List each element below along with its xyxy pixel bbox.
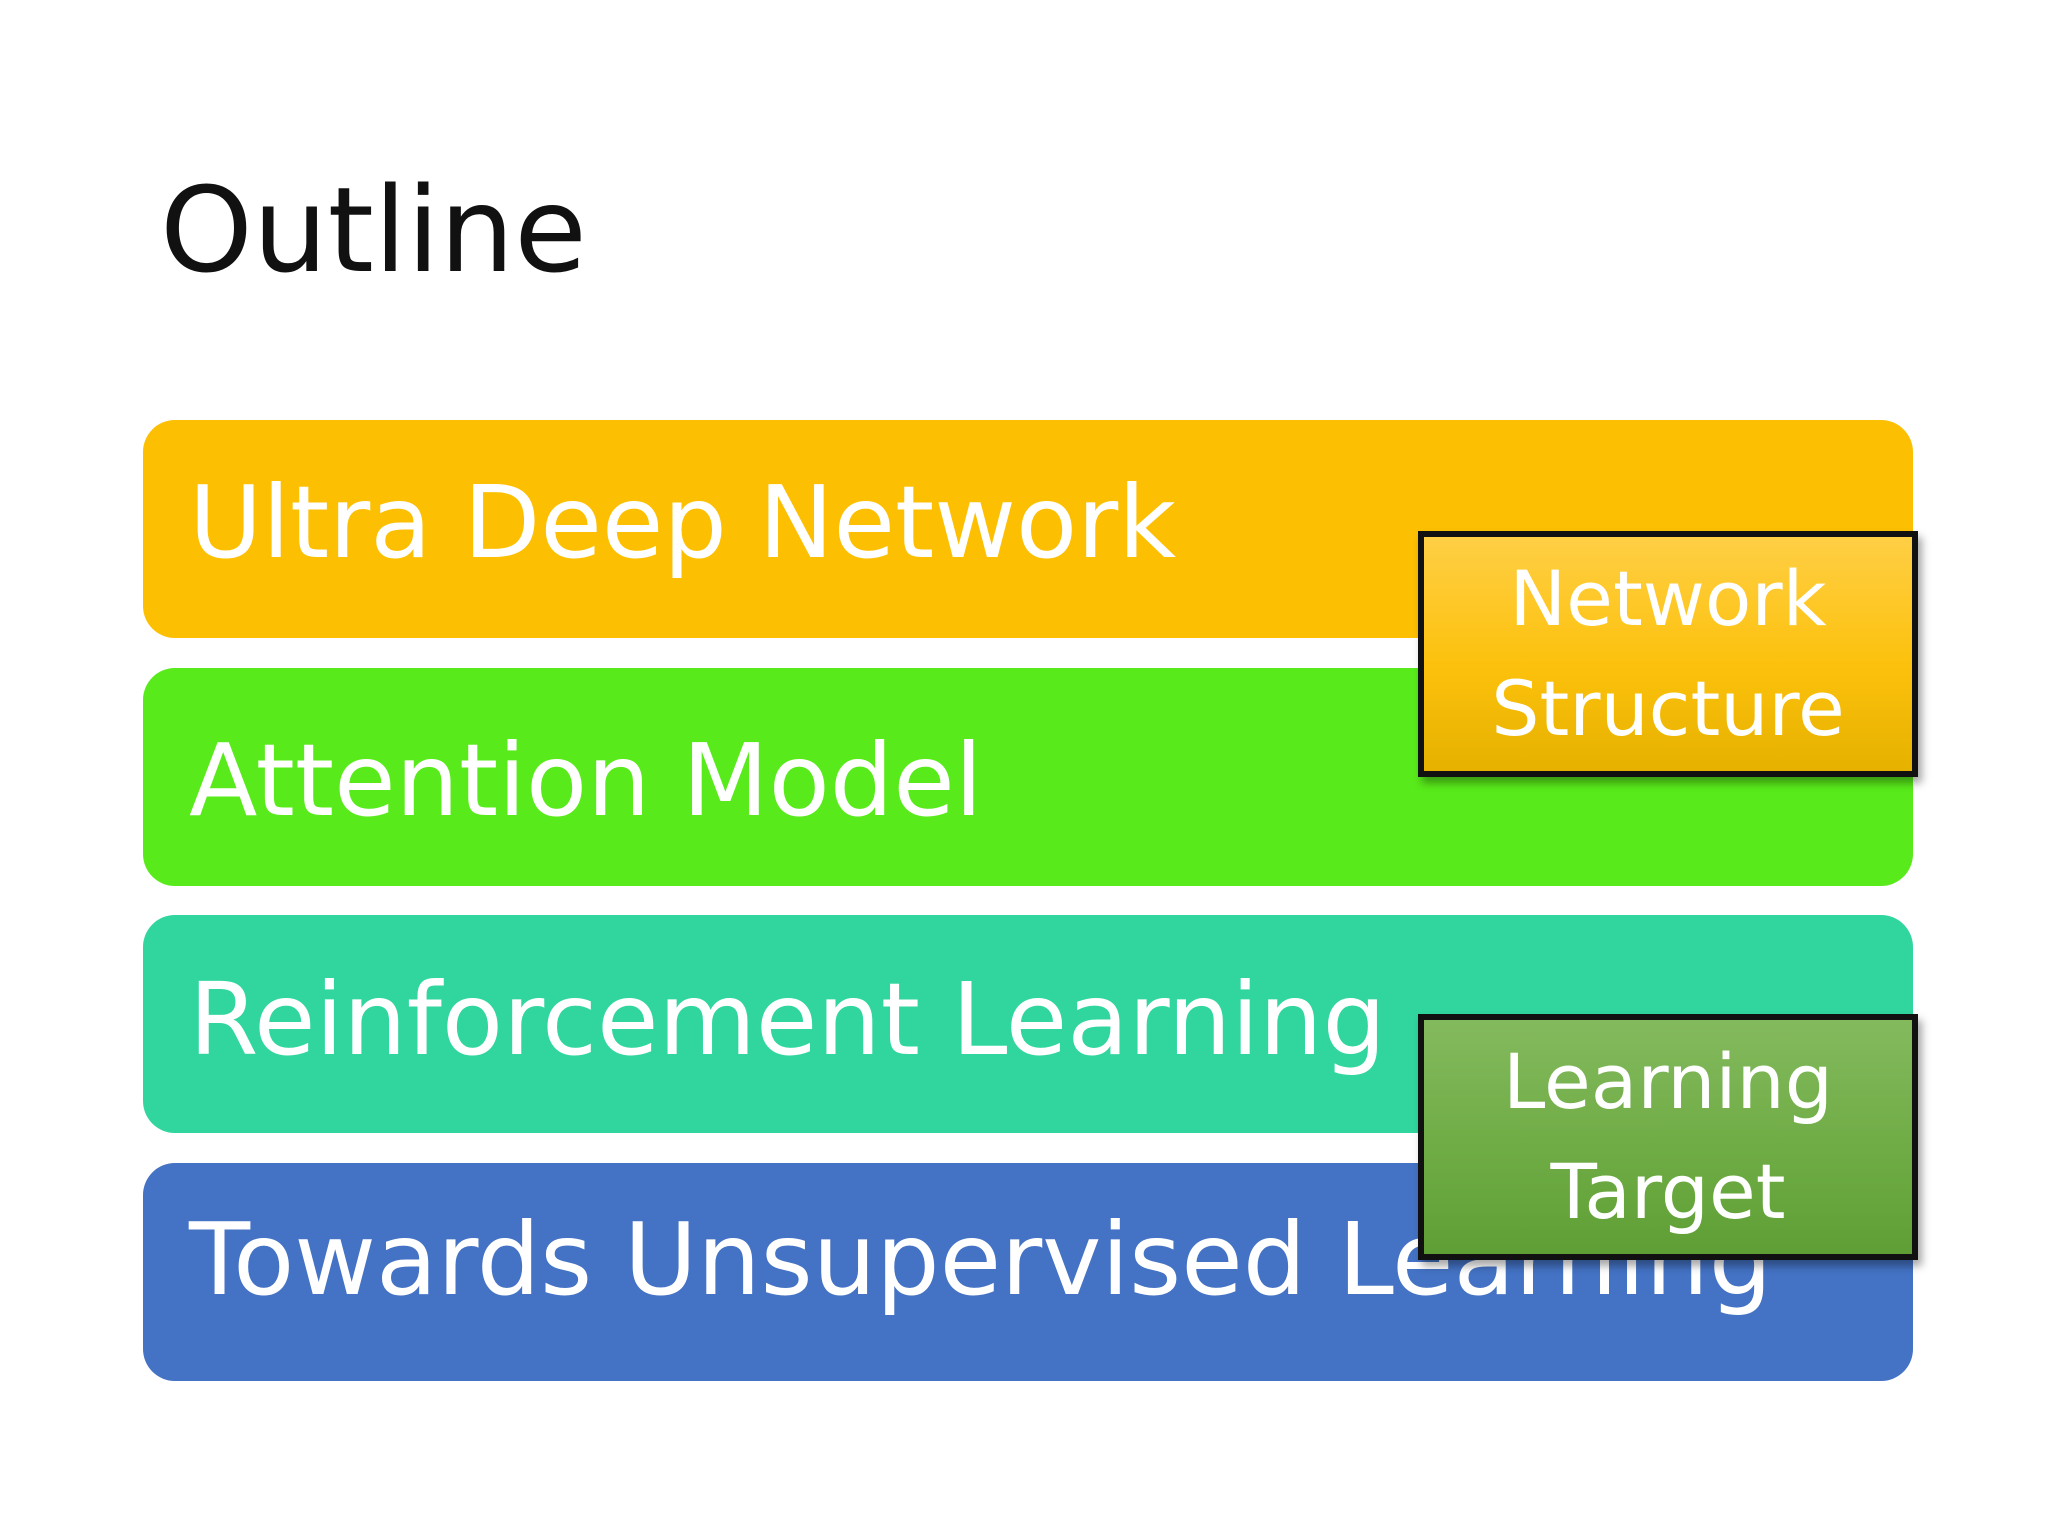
outline-item-label: Reinforcement Learning (189, 961, 1386, 1078)
outline-item-ultra-deep-network: Ultra Deep Network (143, 420, 1913, 638)
tag-line: Structure (1491, 664, 1845, 753)
tag-learning-target: Learning Target (1418, 1014, 1918, 1260)
tag-line: Learning (1503, 1037, 1833, 1126)
outline-item-label: Attention Model (189, 722, 983, 839)
tag-network-structure: Network Structure (1418, 531, 1918, 777)
outline-item-label: Ultra Deep Network (189, 464, 1177, 581)
tag-line: Target (1550, 1147, 1786, 1236)
tag-line: Network (1509, 554, 1827, 643)
slide-title: Outline (160, 161, 587, 299)
outline-item-attention-model: Attention Model (143, 668, 1913, 886)
